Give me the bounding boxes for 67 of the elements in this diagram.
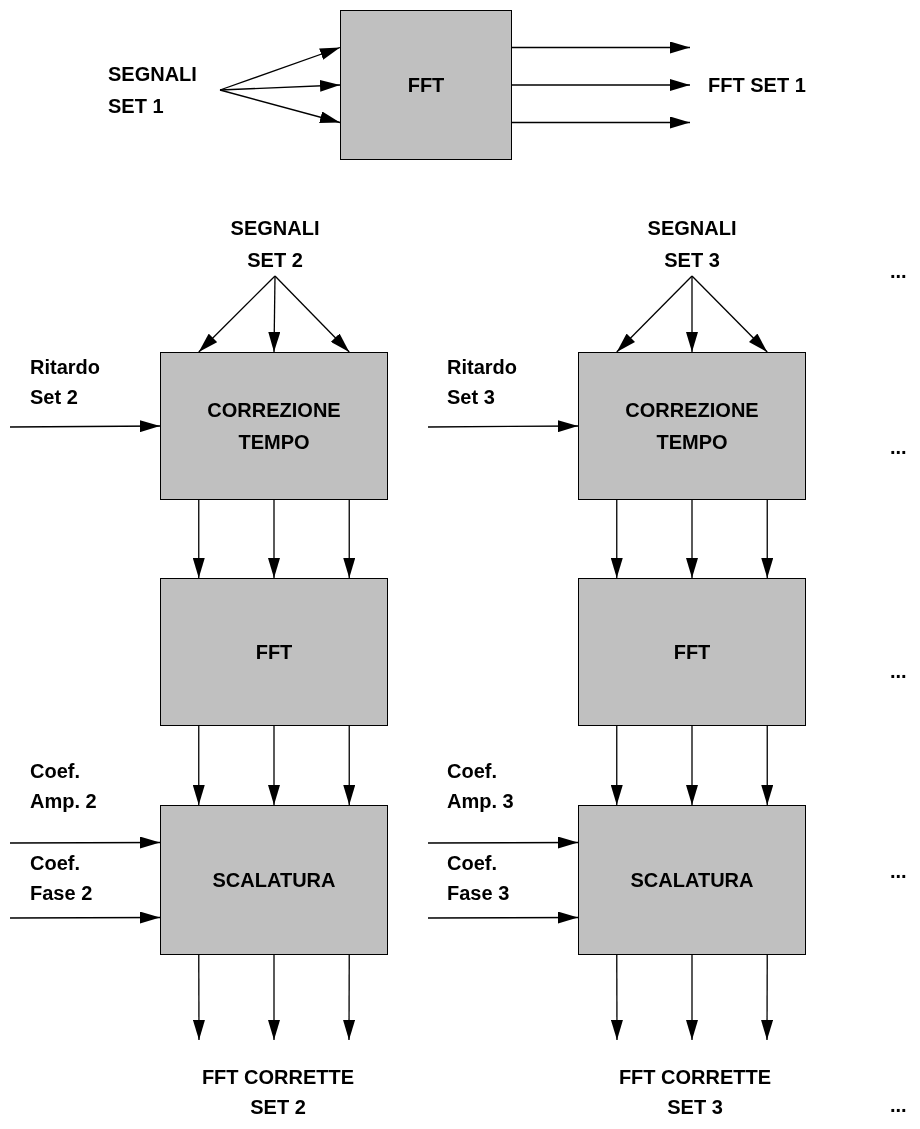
arrow (268, 499, 280, 579)
arrow (761, 725, 774, 806)
arrow (427, 836, 579, 849)
ellipsis-label: ... (890, 1093, 908, 1118)
input-label: Ritardo Set 2 (30, 355, 101, 410)
arrow (686, 275, 698, 353)
process-box (340, 10, 512, 160)
process-box (160, 352, 388, 500)
arrow (198, 275, 276, 353)
arrow (686, 954, 698, 1041)
output-label: FFT CORRETTE SET 3 (617, 1065, 773, 1120)
signal-label: SEGNALI SET 3 (632, 212, 752, 276)
arrow (268, 725, 280, 806)
output-label: FFT CORRETTE SET 2 (200, 1065, 356, 1120)
arrow (686, 499, 698, 579)
arrow (9, 836, 161, 849)
arrow (9, 911, 161, 924)
process-box (578, 352, 806, 500)
box-label: CORREZIONE TEMPO (206, 398, 342, 455)
box-label: CORREZIONE TEMPO (624, 398, 760, 455)
arrow (192, 725, 205, 806)
box-label: SCALATURA (630, 868, 754, 893)
arrow (343, 499, 356, 579)
box-label: FFT (255, 640, 293, 665)
box-label: FFT (673, 640, 711, 665)
arrow (610, 725, 623, 806)
arrow (192, 499, 205, 579)
ellipsis-label: ... (890, 859, 908, 884)
input-label: Coef. Fase 2 (30, 851, 94, 906)
arrow (511, 116, 691, 129)
arrow (268, 954, 280, 1041)
input-label: Coef. Amp. 2 (30, 759, 98, 814)
arrow (691, 275, 768, 353)
arrow (343, 954, 356, 1041)
box-label: FFT (407, 73, 445, 98)
arrow (511, 79, 691, 91)
arrow (192, 954, 205, 1041)
input-label: Ritardo Set 3 (447, 355, 518, 410)
output-label: FFT SET 1 (708, 73, 806, 98)
arrow (219, 79, 341, 92)
arrow (427, 911, 579, 924)
arrow (761, 499, 774, 579)
arrow (268, 275, 281, 353)
arrow (686, 725, 698, 806)
arrow (610, 499, 623, 579)
arrow (427, 420, 579, 433)
input-label: Coef. Amp. 3 (447, 759, 515, 814)
signal-label: SEGNALI SET 1 (108, 58, 220, 122)
arrow (343, 725, 356, 806)
arrow (219, 89, 341, 124)
arrow (9, 420, 161, 433)
process-box (578, 805, 806, 955)
process-box (160, 578, 388, 726)
arrow (616, 275, 693, 353)
arrow (761, 954, 774, 1041)
signal-label: SEGNALI SET 2 (215, 212, 335, 276)
arrow (274, 275, 350, 353)
arrow (219, 46, 341, 91)
arrow (610, 954, 623, 1041)
box-label: SCALATURA (212, 868, 336, 893)
process-box (578, 578, 806, 726)
input-label: Coef. Fase 3 (447, 851, 511, 906)
ellipsis-label: ... (890, 659, 908, 684)
arrow (511, 41, 691, 54)
process-box (160, 805, 388, 955)
ellipsis-label: ... (890, 259, 908, 284)
ellipsis-label: ... (890, 435, 908, 460)
